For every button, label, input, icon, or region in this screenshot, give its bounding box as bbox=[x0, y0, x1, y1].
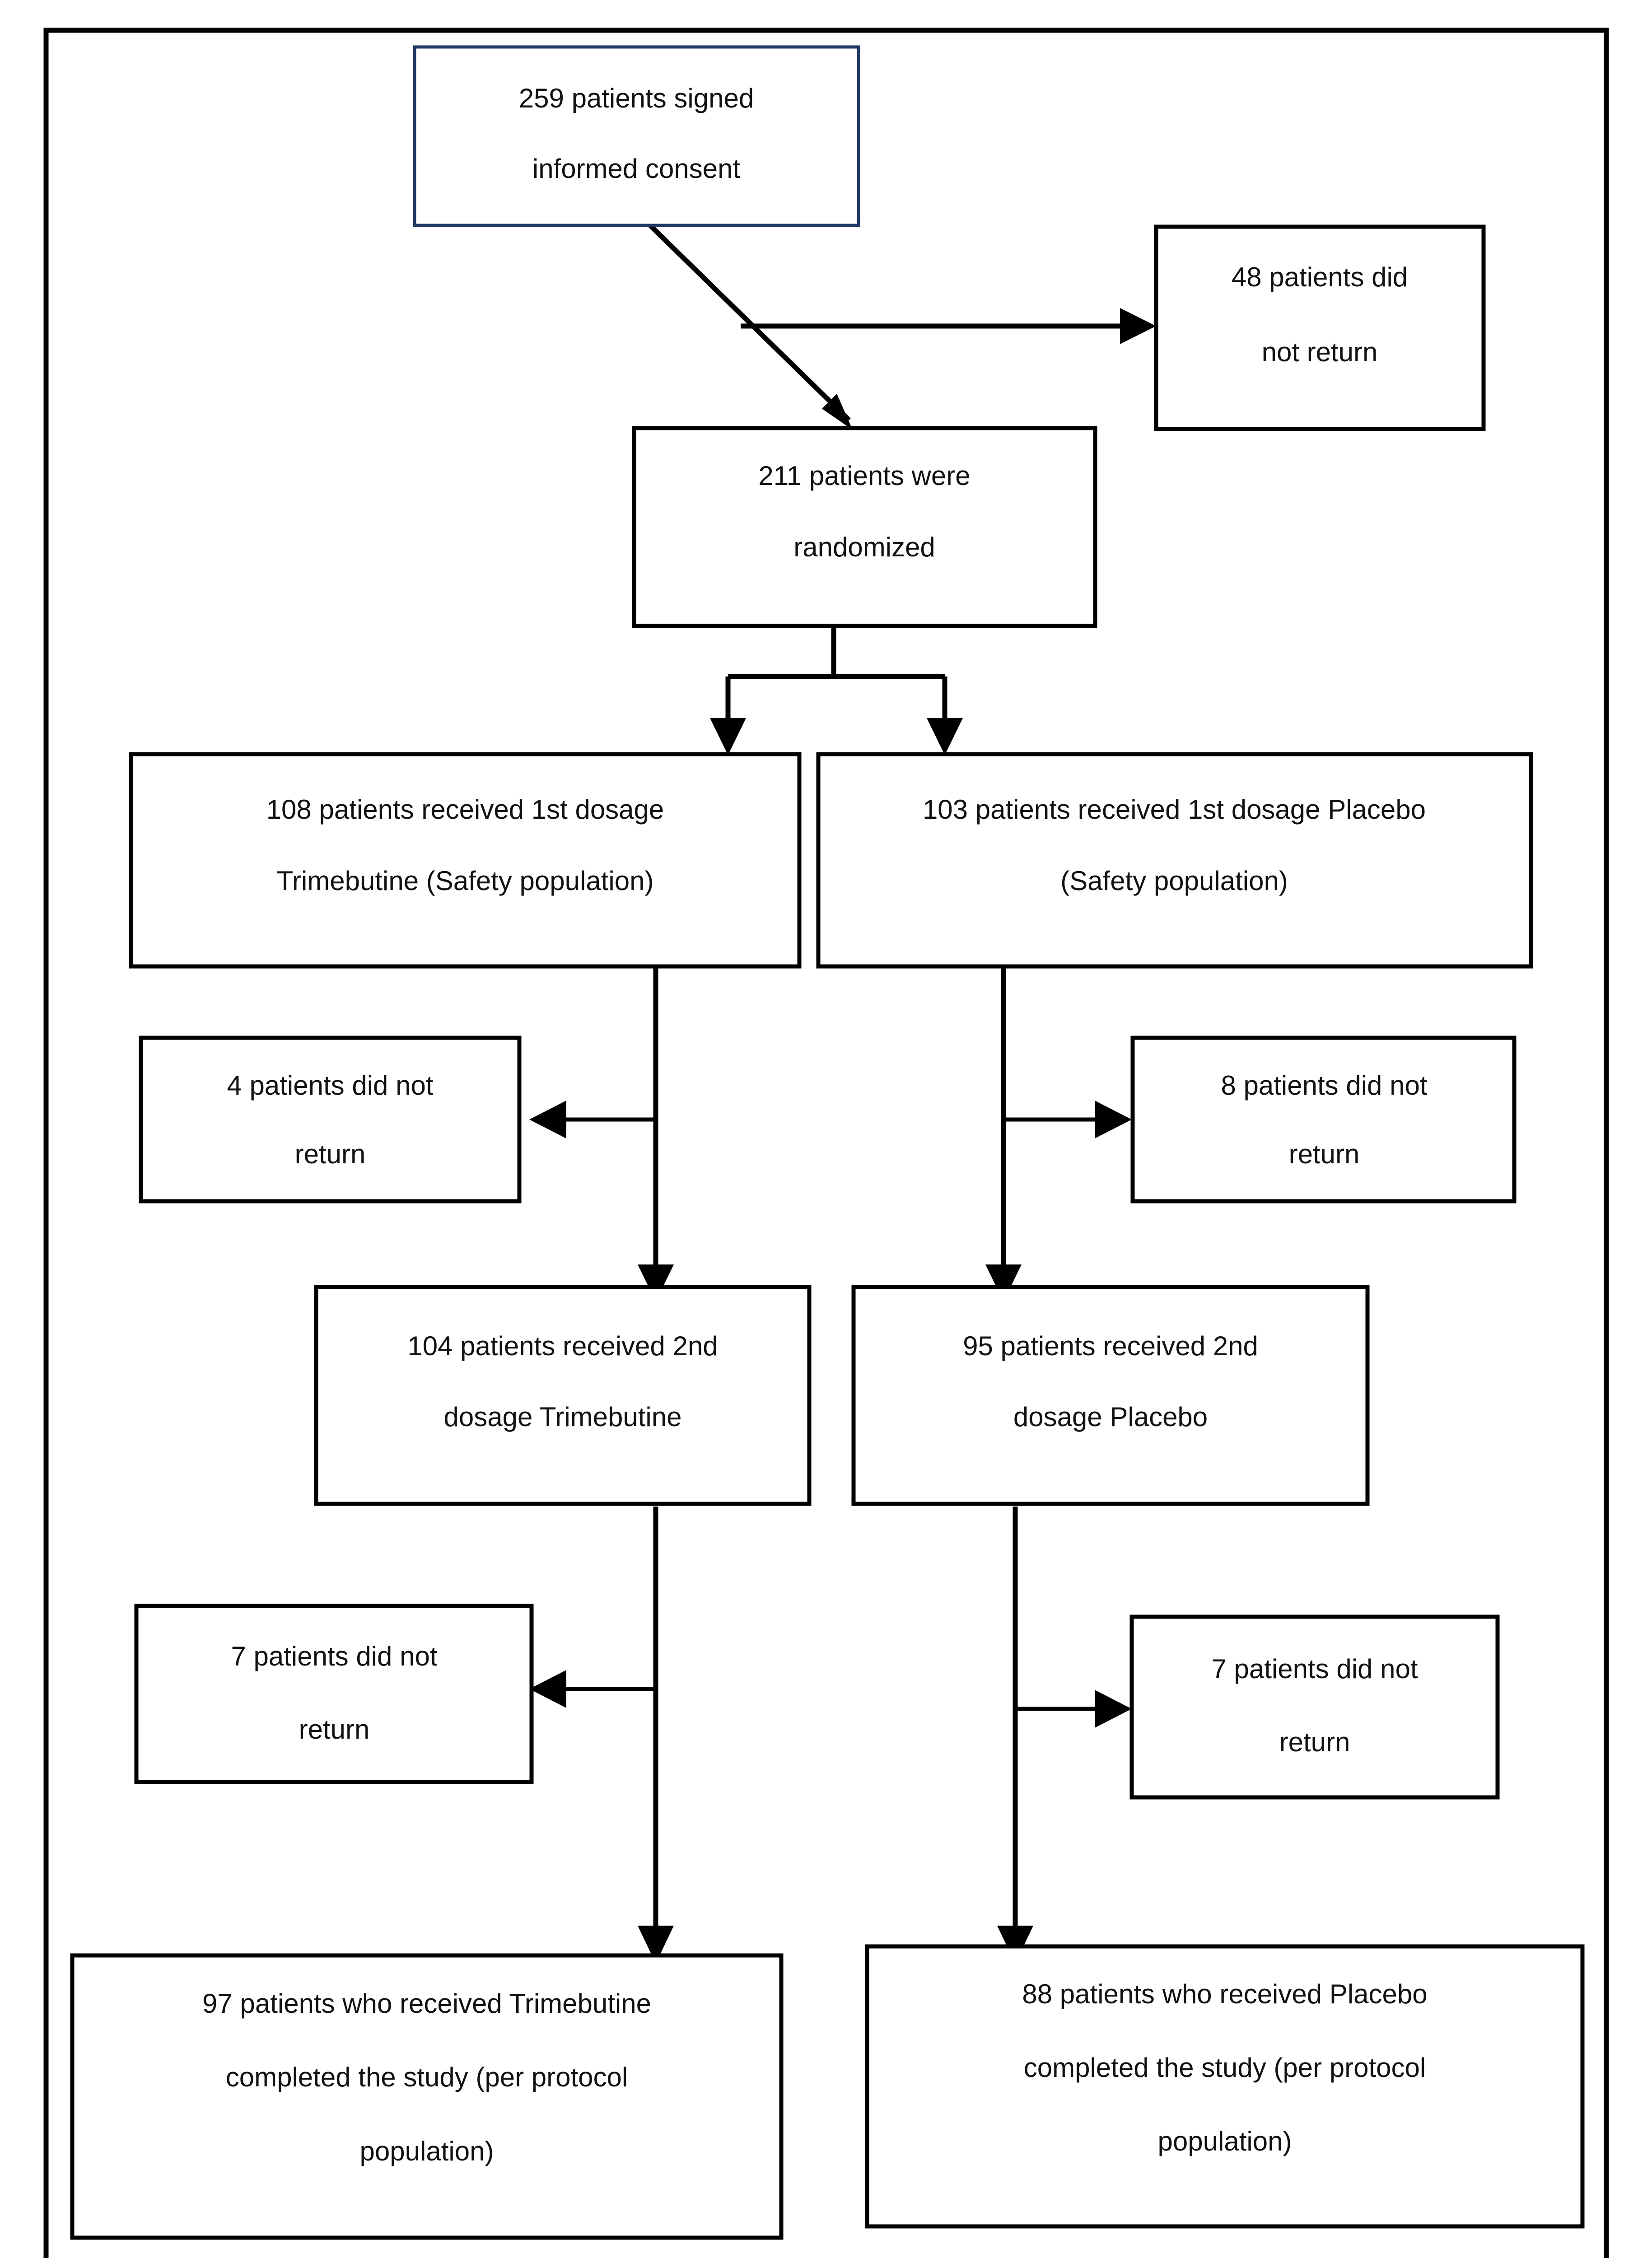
node-trimebutine-dropout-1[interactable]: 4 patients did not return bbox=[139, 1036, 522, 1204]
node-placebo-dropout-2-line-1: 7 patients did not bbox=[1211, 1654, 1418, 1684]
node-randomized-line-2: randomized bbox=[793, 532, 935, 562]
node-placebo-completed[interactable]: 88 patients who received Placebo complet… bbox=[865, 1944, 1585, 2229]
arrowhead-to-trimebutine-dose2 bbox=[638, 1264, 674, 1302]
arrowhead-consent-to-randomized bbox=[822, 394, 853, 430]
node-no-return-1-line-1: 48 patients did bbox=[1232, 262, 1408, 292]
node-trimebutine-completed-line-3: population) bbox=[360, 2136, 494, 2166]
node-consent-line-2: informed consent bbox=[532, 154, 741, 184]
node-placebo-dose2-box bbox=[851, 1285, 1370, 1506]
node-trimebutine-dose1[interactable]: 108 patients received 1st dosage Trimebu… bbox=[129, 752, 802, 969]
node-trimebutine-dropout-2[interactable]: 7 patients did not return bbox=[134, 1604, 534, 1784]
edge-consent-to-randomized bbox=[639, 215, 851, 422]
page-border bbox=[43, 28, 1609, 2258]
node-placebo-dose1-line-2: (Safety population) bbox=[1060, 866, 1288, 896]
arrowhead-to-trimebutine-dropout-1 bbox=[529, 1101, 566, 1138]
node-trimebutine-dropout-1-line-2: return bbox=[295, 1139, 366, 1169]
node-randomized-line-1: 211 patients were bbox=[758, 461, 970, 491]
node-consent-box bbox=[413, 45, 860, 227]
node-trimebutine-completed-line-1: 97 patients who received Trimebutine bbox=[202, 1988, 651, 2019]
node-randomized[interactable]: 211 patients were randomized bbox=[632, 426, 1097, 628]
node-no-return-1-box bbox=[1154, 224, 1486, 431]
node-randomized-box bbox=[632, 426, 1097, 628]
node-trimebutine-dose1-line-1: 108 patients received 1st dosage bbox=[266, 794, 664, 825]
node-trimebutine-dose2-line-1: 104 patients received 2nd bbox=[407, 1331, 718, 1361]
node-placebo-completed-line-1: 88 patients who received Placebo bbox=[1022, 1979, 1427, 2009]
node-placebo-dose1-box bbox=[816, 752, 1533, 969]
node-placebo-dose1[interactable]: 103 patients received 1st dosage Placebo… bbox=[816, 752, 1533, 969]
node-trimebutine-dose2-box bbox=[314, 1285, 812, 1506]
node-placebo-completed-box bbox=[865, 1944, 1585, 2229]
arrowhead-to-placebo-dose1 bbox=[927, 718, 963, 755]
arrowhead-to-trimebutine-dose1 bbox=[710, 718, 746, 755]
node-trimebutine-dose2[interactable]: 104 patients received 2nd dosage Trimebu… bbox=[314, 1285, 812, 1506]
node-trimebutine-dropout-2-line-2: return bbox=[299, 1714, 370, 1745]
node-placebo-dropout-1[interactable]: 8 patients did not return bbox=[1130, 1036, 1517, 1204]
node-placebo-dropout-1-line-2: return bbox=[1289, 1139, 1360, 1169]
node-trimebutine-completed-line-2: completed the study (per protocol bbox=[226, 2062, 628, 2092]
arrowhead-to-trimebutine-dropout-2 bbox=[529, 1670, 566, 1708]
node-trimebutine-dose1-line-2: Trimebutine (Safety population) bbox=[277, 866, 654, 896]
node-trimebutine-dose1-box bbox=[129, 752, 802, 969]
node-trimebutine-dropout-2-box bbox=[134, 1604, 534, 1784]
node-consent[interactable]: 259 patients signed informed consent bbox=[413, 45, 860, 227]
node-trimebutine-dropout-1-line-1: 4 patients did not bbox=[227, 1070, 433, 1101]
node-placebo-dose1-line-1: 103 patients received 1st dosage Placebo bbox=[923, 794, 1426, 825]
node-trimebutine-dose2-line-2: dosage Trimebutine bbox=[444, 1402, 682, 1432]
arrowhead-to-trimebutine-completed bbox=[638, 1926, 674, 1964]
node-placebo-dropout-2-box bbox=[1129, 1614, 1500, 1800]
arrowhead-to-no-return-1 bbox=[1120, 308, 1156, 344]
node-trimebutine-completed[interactable]: 97 patients who received Trimebutine com… bbox=[70, 1953, 784, 2240]
arrowhead-to-placebo-dose2 bbox=[985, 1264, 1022, 1302]
arrowhead-to-placebo-dropout-1 bbox=[1095, 1101, 1132, 1138]
node-consent-line-1: 259 patients signed bbox=[519, 83, 754, 113]
node-placebo-dropout-1-box bbox=[1130, 1036, 1517, 1204]
node-trimebutine-dropout-1-box bbox=[139, 1036, 522, 1204]
arrowhead-to-placebo-dropout-2 bbox=[1095, 1690, 1132, 1728]
node-placebo-dropout-1-line-1: 8 patients did not bbox=[1221, 1070, 1427, 1101]
node-no-return-1[interactable]: 48 patients did not return bbox=[1154, 224, 1486, 431]
node-trimebutine-completed-box bbox=[70, 1953, 784, 2240]
node-placebo-dropout-2[interactable]: 7 patients did not return bbox=[1129, 1614, 1500, 1800]
node-placebo-completed-line-2: completed the study (per protocol bbox=[1024, 2053, 1426, 2083]
node-placebo-dropout-2-line-2: return bbox=[1279, 1727, 1350, 1757]
node-placebo-dose2-line-1: 95 patients received 2nd bbox=[963, 1331, 1258, 1361]
node-no-return-1-line-2: not return bbox=[1262, 337, 1378, 367]
node-trimebutine-dropout-2-line-1: 7 patients did not bbox=[231, 1641, 437, 1671]
node-placebo-completed-line-3: population) bbox=[1158, 2126, 1292, 2156]
node-placebo-dose2-line-2: dosage Placebo bbox=[1013, 1402, 1208, 1432]
node-placebo-dose2[interactable]: 95 patients received 2nd dosage Placebo bbox=[851, 1285, 1370, 1506]
